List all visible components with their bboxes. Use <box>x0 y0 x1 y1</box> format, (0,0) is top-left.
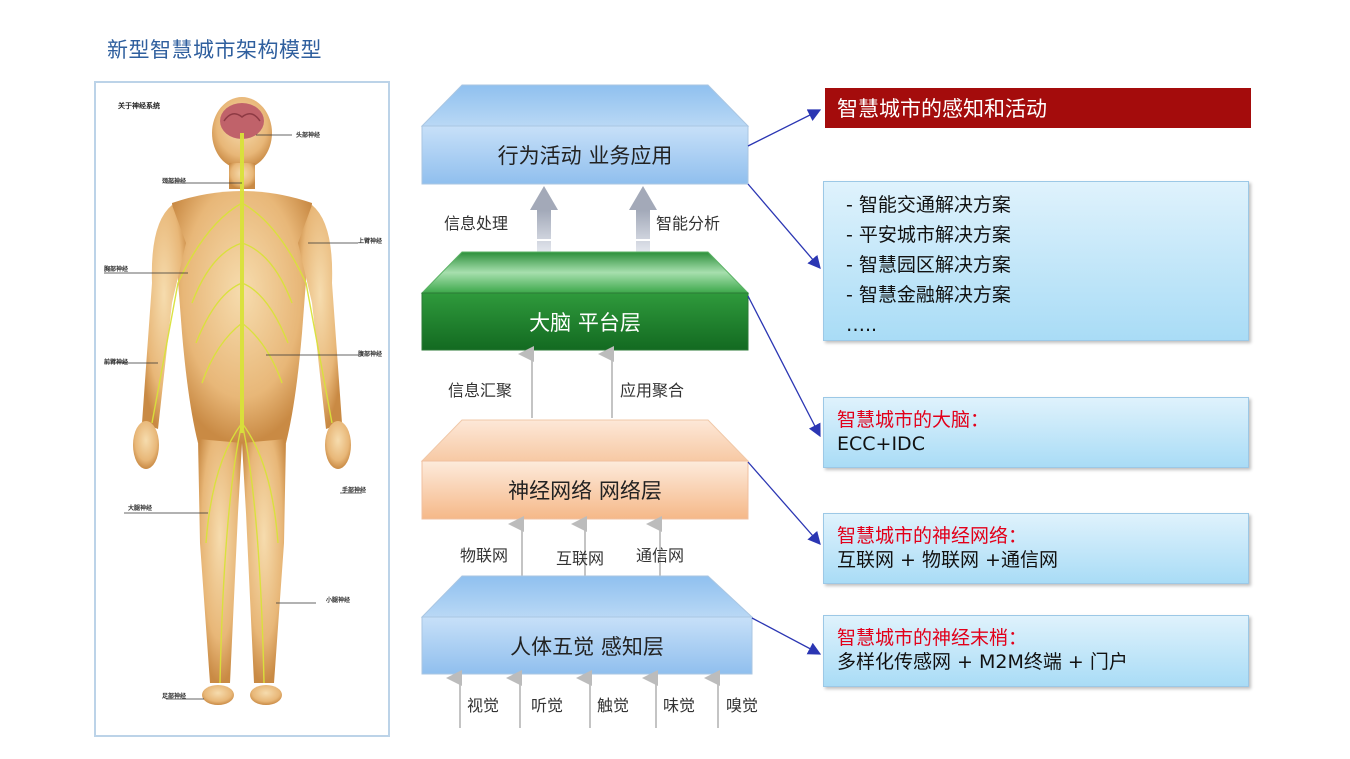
layer-front-face <box>421 125 749 185</box>
nerve-label: 胸部神经 <box>104 266 129 273</box>
layer-front-face <box>421 292 749 351</box>
solution-item: - 智慧园区解决方案 <box>846 254 1011 276</box>
solution-item: - 智能交通解决方案 <box>846 194 1011 216</box>
pointer-arrow-icon <box>747 109 822 147</box>
nerve-label: 小腿神经 <box>326 597 351 604</box>
brain-box: 智慧城市的大脑： ECC+IDC <box>823 397 1249 468</box>
up-arrow-icon <box>530 186 558 254</box>
up-arrow-icon <box>629 186 657 254</box>
sense-label: 味觉 <box>663 696 696 715</box>
nerve-label: 足部神经 <box>162 693 187 700</box>
solution-item: - 平安城市解决方案 <box>846 224 1011 246</box>
nerve-label: 腹部神经 <box>358 351 383 358</box>
layer-front-face <box>421 616 753 675</box>
nerve-endings-text: 多样化传感网 + M2M终端 + 门户 <box>837 651 1128 673</box>
solution-item: ….. <box>846 314 878 336</box>
nerve-endings-title: 智慧城市的神经末梢： <box>837 627 1028 649</box>
connector-label: 互联网 <box>556 549 605 568</box>
pointer-arrow-icon <box>747 183 821 269</box>
nerve-label: 头部神经 <box>296 132 321 139</box>
connector-label: 信息汇聚 <box>448 381 513 400</box>
layer-network-label: 神经网络 网络层 <box>508 479 662 503</box>
layer-top-face <box>420 84 750 127</box>
connector-label: 智能分析 <box>656 214 721 233</box>
nerve-endings-box: 智慧城市的神经末梢： 多样化传感网 + M2M终端 + 门户 <box>823 615 1249 687</box>
connector-label: 通信网 <box>636 546 685 565</box>
brain-text: ECC+IDC <box>837 433 925 455</box>
network-title: 智慧城市的神经网络： <box>837 525 1028 547</box>
layer-application-label: 行为活动 业务应用 <box>497 144 673 168</box>
pointer-arrow-icon <box>747 461 821 545</box>
nerve-label: 大腿神经 <box>128 505 153 512</box>
nervous-system-figure: 关于神经系统 头部神经 颈部神经 上臂神经 胸部神经 腹部神经 前臂神经 手部神… <box>94 81 390 737</box>
sense-label: 视觉 <box>467 696 500 715</box>
connector-label: 应用聚合 <box>620 381 685 400</box>
layer-top-face <box>420 419 750 462</box>
layer-top-face <box>420 251 750 294</box>
pointer-arrow-icon <box>751 617 822 655</box>
network-text: 互联网 + 物联网 +通信网 <box>837 549 1058 571</box>
sense-label: 听觉 <box>531 696 564 715</box>
layer-front-face <box>421 460 749 520</box>
network-box: 智慧城市的神经网络： 互联网 + 物联网 +通信网 <box>823 513 1249 584</box>
sense-label: 触觉 <box>597 696 630 715</box>
nerve-label: 手部神经 <box>342 487 367 494</box>
solutions-box: - 智能交通解决方案 - 平安城市解决方案 - 智慧园区解决方案 - 智慧金融解… <box>823 181 1249 341</box>
pointer-arrow-icon <box>747 295 821 438</box>
brain-title: 智慧城市的大脑： <box>837 409 990 431</box>
human-body-illustration <box>104 97 362 705</box>
solution-item: - 智慧金融解决方案 <box>846 284 1011 306</box>
page-title: 新型智慧城市架构模型 <box>107 38 322 62</box>
sense-label: 嗅觉 <box>726 696 759 715</box>
layer-platform-label: 大脑 平台层 <box>529 310 641 335</box>
nervous-system-heading: 关于神经系统 <box>118 101 160 110</box>
nerve-label: 前臂神经 <box>104 359 129 366</box>
perception-activity-banner: 智慧城市的感知和活动 <box>825 88 1251 128</box>
connector-label: 信息处理 <box>444 214 509 233</box>
nerve-label: 颈部神经 <box>162 178 187 185</box>
connector-label: 物联网 <box>460 546 509 565</box>
layer-perception-label: 人体五觉 感知层 <box>510 634 664 659</box>
layer-top-face <box>420 575 754 618</box>
nerve-label: 上臂神经 <box>358 238 383 245</box>
